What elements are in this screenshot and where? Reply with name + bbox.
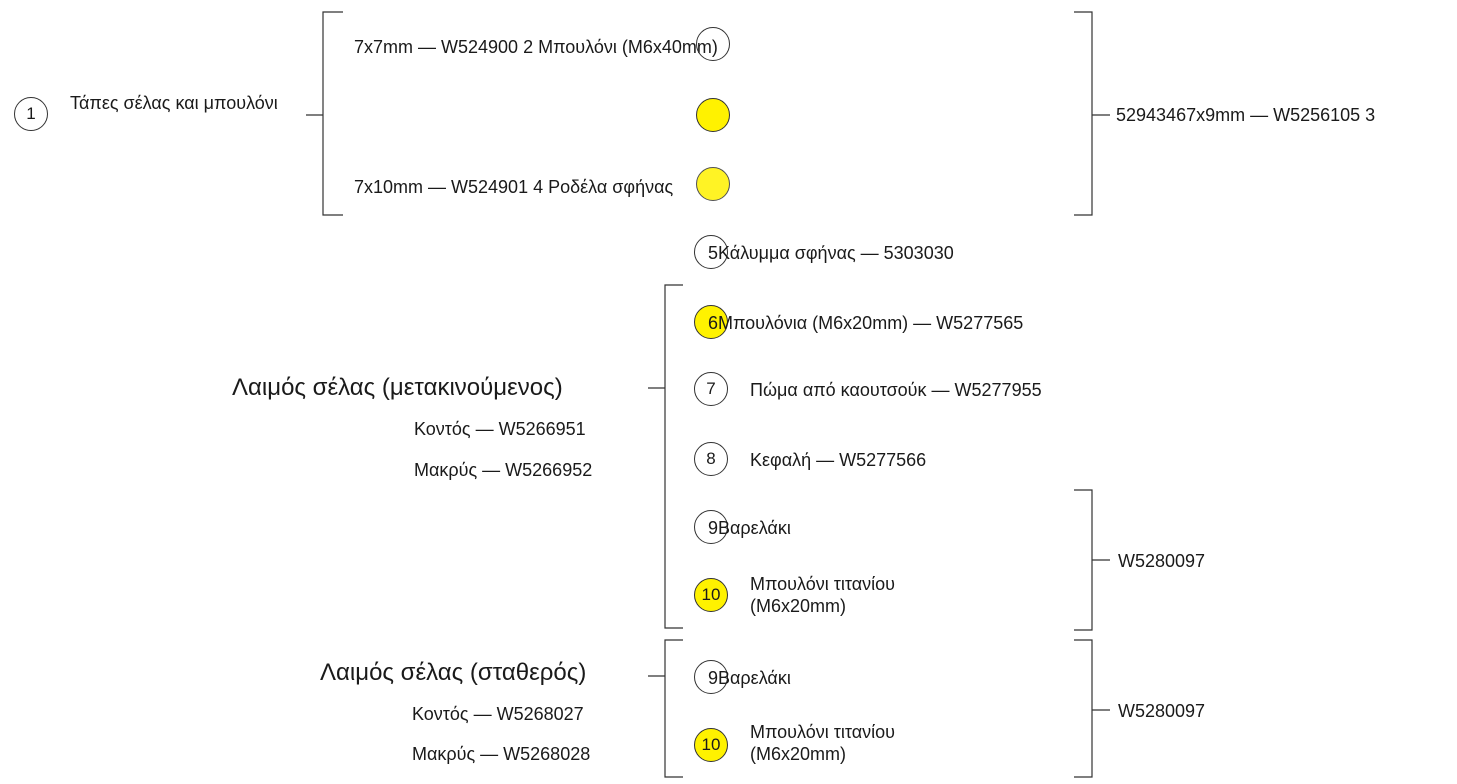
- callout-9b: [694, 660, 728, 694]
- callout-1: 1: [14, 97, 48, 131]
- item9b-label: 9Βαρελάκι: [708, 667, 791, 689]
- item10-number: 10: [701, 585, 721, 604]
- item9b-text: Βαρελάκι: [718, 668, 791, 688]
- callout-7: 7: [694, 372, 728, 406]
- callout-1-number: 1: [26, 104, 36, 123]
- movable-short: Κοντός — W5266951: [414, 419, 586, 439]
- item5-number: 5: [708, 243, 719, 263]
- fixed-title: Λαιμός σέλας (σταθερός): [320, 659, 587, 686]
- item8-number: 8: [706, 449, 716, 468]
- fixed-right-bracket: [1074, 639, 1110, 778]
- group1-left-bracket: [306, 11, 343, 216]
- washer-line: 7x10mm — W524901 4 Ροδέλα σφήνας: [354, 177, 674, 197]
- item5-label: 5Κάλυμμα σφήνας — 5303030: [708, 242, 954, 264]
- callout-6: [694, 305, 728, 339]
- item9-text: Βαρελάκι: [718, 518, 791, 538]
- movable-left-bracket: [648, 284, 683, 629]
- fixed-left-bracket: [648, 639, 683, 778]
- fixed-side-label: W5280097: [1118, 701, 1206, 721]
- item10b-number: 10: [701, 735, 721, 754]
- movable-long: Μακρύς — W5266952: [414, 460, 593, 480]
- group1-right-bracket: [1074, 11, 1110, 216]
- fixed-long: Μακρύς — W5268028: [412, 744, 591, 764]
- item9b-number: 9: [708, 668, 719, 688]
- callout-2-circle: [696, 27, 730, 61]
- item8-label: Κεφαλή — W5277566: [750, 450, 927, 470]
- group1-label: Τάπες σέλας και μπουλόνι: [70, 93, 278, 113]
- item7-number: 7: [706, 379, 716, 398]
- callout-3-circle: [696, 98, 730, 132]
- item7-label: Πώμα από καουτσούκ — W5277955: [750, 380, 1042, 400]
- fixed-short: Κοντός — W5268027: [412, 704, 584, 724]
- item9-label: 9Βαρελάκι: [708, 517, 791, 539]
- callout-9: [694, 510, 728, 544]
- item6-text: Μπουλόνια (M6x20mm) — W5277565: [718, 313, 1024, 333]
- item6-number: 6: [708, 313, 719, 333]
- item9-number: 9: [708, 518, 719, 538]
- item10-label: Μπουλόνι τιτανίου (M6x20mm): [750, 574, 895, 616]
- item5-text: Κάλυμμα σφήνας — 5303030: [718, 243, 954, 263]
- movable-title: Λαιμός σέλας (μετακινούμενος): [232, 374, 563, 401]
- callout-5: [694, 235, 728, 269]
- callout-10b: 10: [694, 728, 728, 762]
- group1-side-label: 52943467x9mm — W5256105 3: [1116, 105, 1376, 125]
- callout-4-circle: [696, 167, 730, 201]
- bolt-line: 7x7mm — W524900 2 Μπουλόνι (M6x40mm): [354, 37, 718, 57]
- callout-8: 8: [694, 442, 728, 476]
- callout-10: 10: [694, 578, 728, 612]
- movable-right-bracket: [1074, 489, 1110, 631]
- movable-side-label: W5280097: [1118, 551, 1206, 571]
- item6-label: 6Μπουλόνια (M6x20mm) — W5277565: [708, 312, 1023, 334]
- item10b-label: Μπουλόνι τιτανίου (M6x20mm): [750, 722, 895, 764]
